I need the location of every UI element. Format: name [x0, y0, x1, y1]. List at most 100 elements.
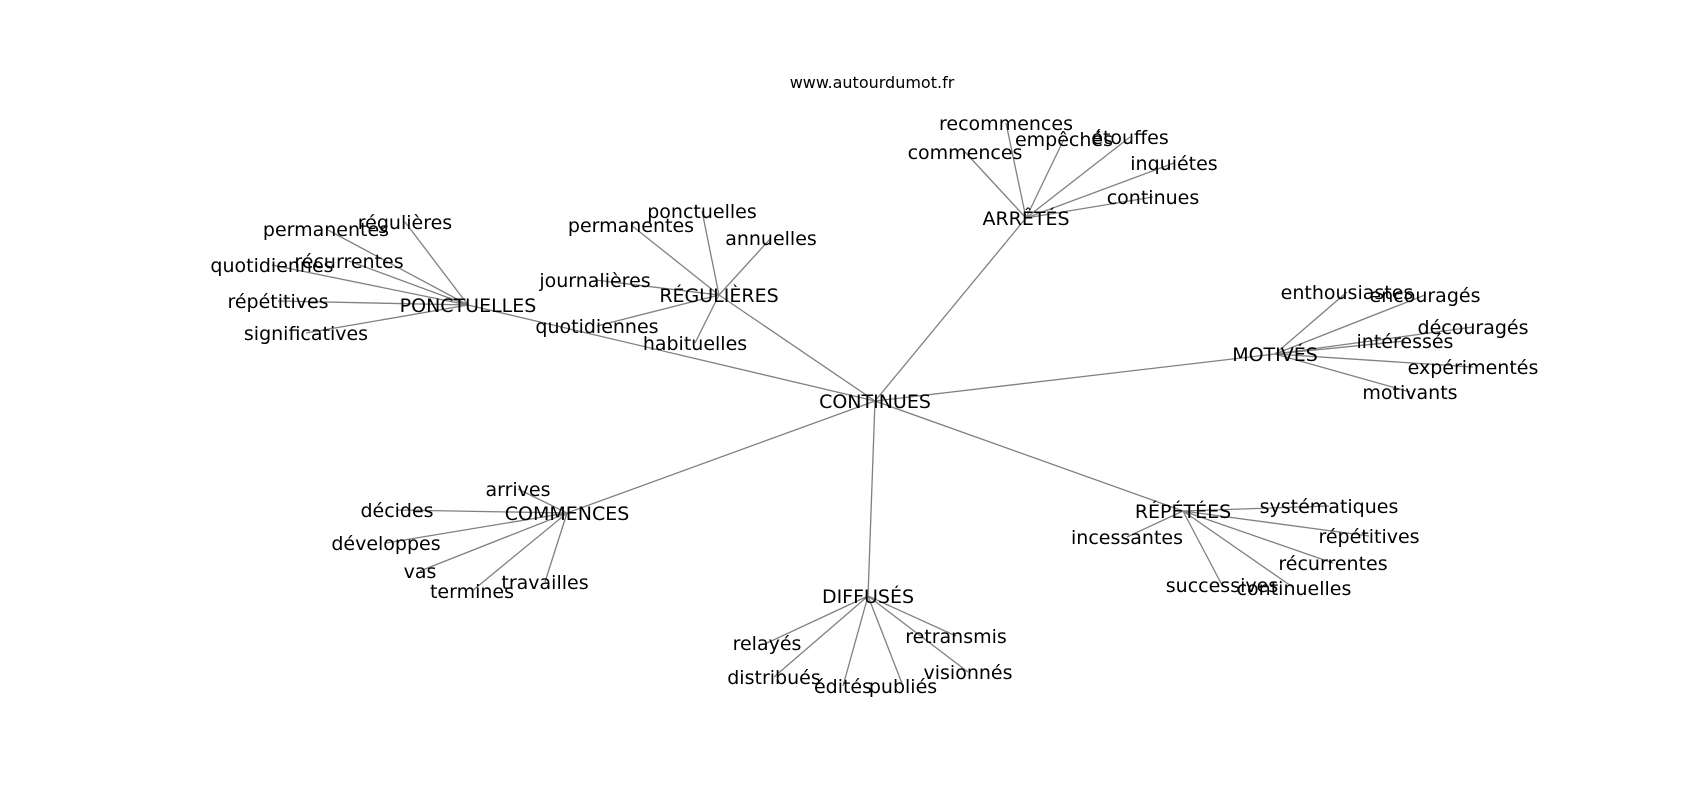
word-node[interactable]: permanentes [568, 215, 694, 237]
edge-hub-word [1126, 510, 1184, 538]
edge-hub-word [544, 512, 568, 583]
edge-center-hub [867, 400, 876, 597]
edge-hub-word [325, 228, 469, 306]
hub-node[interactable]: PONCTUELLES [400, 295, 537, 317]
edge-hub-word [964, 151, 1027, 219]
graph-edges [271, 122, 1474, 687]
word-node[interactable]: travailles [501, 572, 588, 594]
edge-center-hub [874, 217, 1027, 402]
word-node[interactable]: décides [360, 500, 433, 522]
word-node[interactable]: incessantes [1071, 527, 1183, 549]
edge-hub-word [305, 304, 469, 334]
edge-hub-word [766, 595, 869, 644]
edge-hub-word [842, 595, 869, 687]
hub-node[interactable]: COMMENCES [505, 503, 630, 525]
edge-hub-word [271, 264, 469, 306]
word-node[interactable]: successives [1166, 575, 1278, 597]
word-node[interactable]: récurrentes [294, 251, 403, 273]
edge-hub-word [867, 595, 957, 637]
word-node[interactable]: retransmis [905, 626, 1007, 648]
edge-hub-word [718, 237, 772, 296]
edge-hub-word [596, 294, 720, 327]
word-node[interactable]: journalières [538, 270, 650, 292]
edge-center-hub [874, 400, 1184, 512]
word-node[interactable]: empêchés [1015, 129, 1113, 151]
word-node[interactable]: répétitives [227, 291, 328, 313]
word-node[interactable]: inquiétes [1130, 153, 1217, 175]
edge-hub-word [1025, 136, 1131, 219]
edge-hub-word [701, 210, 720, 296]
word-node[interactable]: édités [814, 676, 872, 698]
edge-center-hub [467, 304, 876, 402]
word-node[interactable]: annuelles [725, 228, 817, 250]
word-node[interactable]: motivants [1362, 382, 1457, 404]
word-node[interactable]: enthousiastes [1281, 282, 1414, 304]
edge-hub-word [1274, 294, 1426, 355]
word-node[interactable]: étouffes [1091, 127, 1168, 149]
hub-node[interactable]: ARRÊTÉS [982, 207, 1069, 230]
edge-hub-word [594, 279, 720, 296]
edge-hub-word [404, 221, 469, 306]
center-node[interactable]: CONTINUES [819, 391, 931, 413]
edge-hub-word [1025, 162, 1175, 219]
edge-hub-word [348, 260, 469, 306]
edge-hub-word [1274, 353, 1474, 368]
edge-hub-word [1274, 326, 1474, 355]
edge-hub-word [385, 512, 568, 544]
edge-hub-word [471, 512, 568, 592]
word-node[interactable]: commences [908, 142, 1023, 164]
word-node[interactable]: termines [430, 581, 514, 603]
edge-hub-word [1182, 510, 1295, 589]
word-node[interactable]: continues [1107, 187, 1200, 209]
word-node[interactable]: continuelles [1237, 578, 1352, 600]
word-node[interactable]: répétitives [1318, 526, 1419, 548]
edge-hub-word [1005, 122, 1027, 219]
edge-hub-word [277, 300, 469, 306]
word-node[interactable]: permanentes [263, 219, 389, 241]
edge-hub-word [1182, 505, 1330, 512]
edge-center-hub [566, 400, 876, 514]
word-node[interactable]: régulières [358, 212, 452, 234]
edge-hub-word [1274, 353, 1411, 393]
word-node[interactable]: arrives [485, 479, 550, 501]
word-node[interactable]: significatives [244, 323, 368, 345]
word-node[interactable]: quotidiennes [210, 255, 333, 277]
hub-node[interactable]: DIFFUSÉS [822, 585, 914, 608]
word-node[interactable]: développes [331, 533, 440, 555]
edge-hub-word [1274, 340, 1406, 355]
hub-node[interactable]: MOTIVÉS [1232, 343, 1318, 366]
word-node[interactable]: expérimentés [1408, 357, 1539, 379]
edge-hub-word [517, 488, 568, 514]
word-node[interactable]: systématiques [1260, 496, 1399, 518]
edge-center-hub [718, 294, 876, 402]
edge-hub-word [867, 595, 904, 687]
edge-hub-word [1025, 196, 1154, 219]
word-node[interactable]: habituelles [643, 333, 747, 355]
word-node[interactable]: découragés [1418, 317, 1529, 339]
word-node[interactable]: publiés [869, 676, 937, 698]
edge-hub-word [1182, 510, 1370, 537]
word-node[interactable]: visionnés [924, 662, 1013, 684]
word-node[interactable]: distribués [727, 667, 820, 689]
edge-hub-word [694, 294, 720, 344]
graph-nodes: CONTINUES régulièrespermanentesquotidien… [210, 113, 1538, 698]
word-node[interactable]: vas [404, 561, 437, 583]
word-node[interactable]: intéressés [1357, 331, 1454, 353]
edge-hub-word [1182, 510, 1334, 564]
word-node[interactable]: récurrentes [1278, 553, 1387, 575]
edge-hub-word [1182, 510, 1223, 586]
word-node[interactable]: encouragés [1370, 285, 1481, 307]
word-node[interactable]: relayés [733, 633, 802, 655]
edge-hub-word [1025, 138, 1065, 219]
word-node[interactable]: quotidiennes [535, 316, 658, 338]
word-node[interactable]: recommences [939, 113, 1073, 135]
site-url: www.autourdumot.fr [790, 73, 955, 92]
edge-hub-word [867, 595, 969, 673]
hub-node[interactable]: RÉGULIÈRES [659, 284, 778, 307]
hub-node[interactable]: RÉPÉTÉES [1135, 500, 1231, 523]
edge-hub-word [419, 512, 568, 572]
edge-hub-word [396, 509, 568, 514]
edge-center-hub [874, 353, 1276, 402]
word-node[interactable]: ponctuelles [647, 201, 757, 223]
